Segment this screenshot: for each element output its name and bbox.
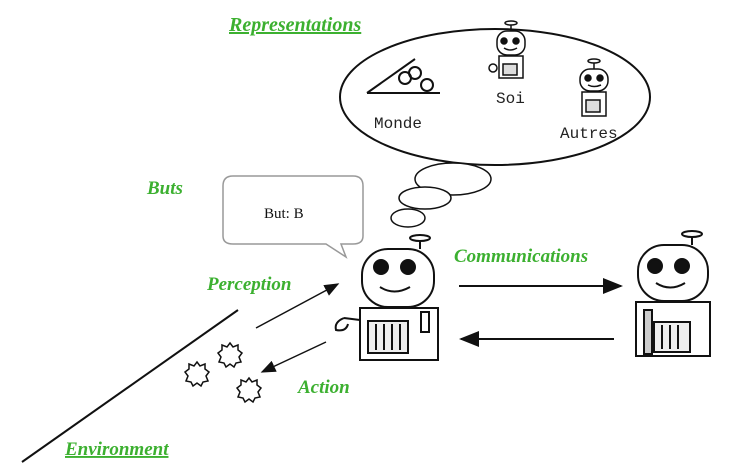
- soi-label: Soi: [496, 90, 525, 108]
- monde-label: Monde: [374, 115, 422, 133]
- action-arrow: [260, 341, 327, 373]
- speech-bubble: [222, 175, 364, 259]
- action-label: Action: [297, 377, 350, 398]
- thought-chain: [390, 162, 492, 228]
- perception-arrow: [255, 283, 340, 329]
- other-robot-icon: [635, 230, 711, 357]
- main-robot-icon: [334, 234, 439, 361]
- soi-robot-icon: [488, 20, 526, 79]
- environment-label: Environment: [64, 439, 169, 460]
- autres-label: Autres: [560, 125, 618, 143]
- monde-icon: [366, 58, 440, 94]
- representations-bubble: [339, 28, 651, 166]
- representations-label: Representations: [228, 14, 361, 36]
- autres-robot-icon: [579, 58, 609, 117]
- communications-label: Communications: [454, 246, 588, 267]
- buts-label: Buts: [146, 178, 183, 199]
- gears-icon: [183, 341, 263, 404]
- environment-line: [21, 309, 239, 463]
- speech-text: But: B: [264, 206, 304, 222]
- perception-label: Perception: [206, 274, 291, 295]
